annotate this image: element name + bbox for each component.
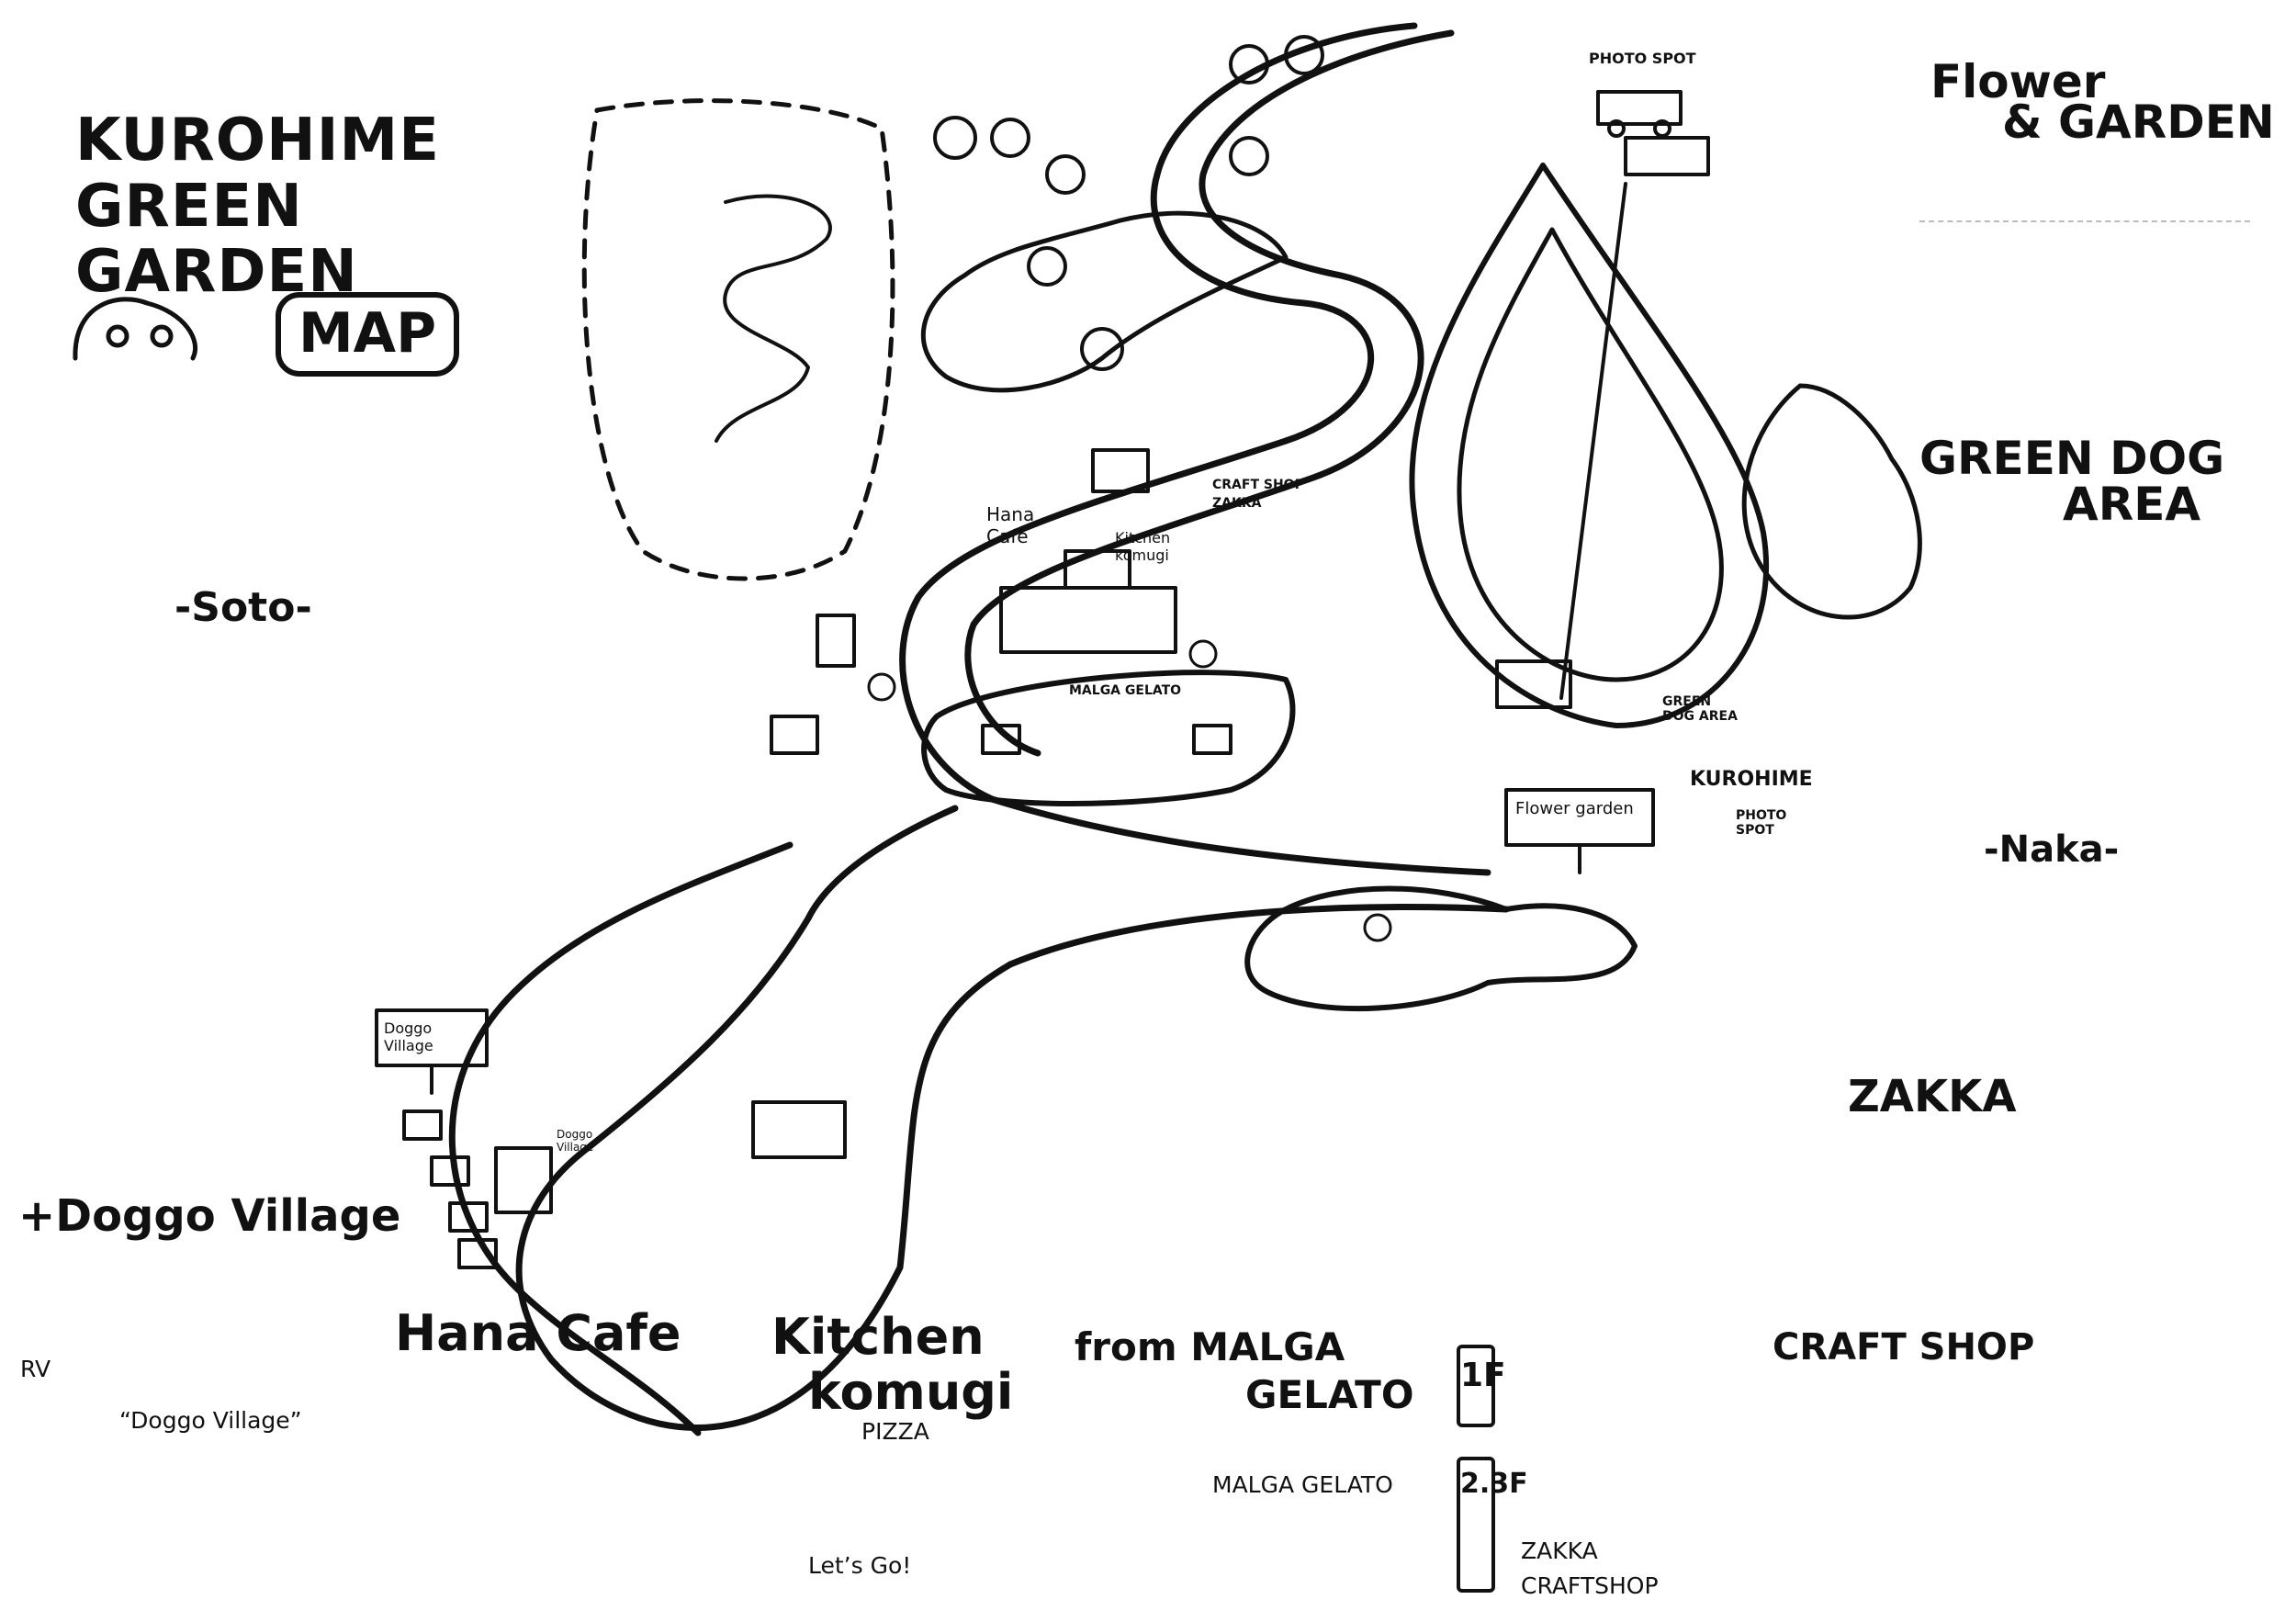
doggo-village-cabins	[402, 1109, 553, 1269]
doggo-village-title: +Doggo Village	[18, 1190, 401, 1242]
map-title: KUROHIME GREEN GARDEN	[75, 107, 553, 307]
doggo-village-sign-label: Doggo Village	[384, 1019, 433, 1054]
gelato-title-2: from MALGA	[1075, 1324, 1345, 1369]
photo-spot-small-label: PHOTO SPOT	[1736, 808, 1787, 838]
gelato-title-3: GELATO	[1245, 1372, 1414, 1417]
craft-shop-map-label: CRAFT SHOP	[1212, 478, 1304, 492]
zakka-map-label: ZAKKA	[1212, 496, 1262, 511]
zakka-floor-line: ZAKKA	[1521, 1538, 1598, 1564]
flower-garden-description-placeholder	[1919, 220, 2250, 222]
parking-lot-outline	[1244, 885, 1638, 1012]
flower-garden-area	[1409, 163, 1770, 728]
kitchen-komugi-title-1: Kitchen	[771, 1308, 985, 1366]
map-badge: MAP	[276, 292, 459, 377]
flower-garden-sign-label: Flower garden	[1515, 799, 1634, 818]
lets-go-text: Let’s Go!	[808, 1552, 912, 1579]
green-dog-area-title-2: AREA	[2063, 478, 2201, 531]
doggo-village-quote: “Doggo Village”	[119, 1407, 302, 1434]
green-dog-area-map-label: GREEN DOG AREA	[1662, 694, 1738, 724]
hana-cafe-title: Hana Cafe	[395, 1304, 681, 1362]
floor-1-badge: 1F	[1457, 1345, 1506, 1427]
bird-mascot-icon	[73, 297, 197, 361]
photo-spot-trailer	[1596, 90, 1683, 138]
camping-run-enclosure	[920, 210, 1289, 393]
craftshop-floor-line: CRAFTSHOP	[1521, 1572, 1659, 1599]
green-dog-area-title-1: GREEN DOG	[1919, 432, 2225, 485]
kart-track	[715, 194, 832, 443]
parking-markers	[867, 639, 1218, 702]
panorama-lift-cable	[1559, 182, 1627, 700]
photo-spot-label: PHOTO SPOT	[1589, 50, 1696, 67]
floor-2-3-badge: 2.3F	[1457, 1457, 1528, 1593]
kitchen-komugi-title-2: komugi	[808, 1363, 1014, 1421]
rv-site-text: RV	[20, 1356, 51, 1382]
malga-gelato-map-label: MALGA GELATO	[1069, 683, 1182, 698]
flower-garden-signpost	[1504, 788, 1655, 874]
playland-naka-title: -Naka-	[1984, 828, 2120, 871]
pizza-text: PIZZA	[861, 1418, 929, 1445]
trees	[933, 35, 1324, 371]
doggo-village-parking-label: Doggo Village	[557, 1128, 594, 1154]
zakka-title: ZAKKA	[1848, 1071, 2017, 1122]
buildings	[751, 136, 1710, 1159]
craft-shop-title: CRAFT SHOP	[1773, 1326, 2035, 1369]
playland-soto-area	[581, 98, 895, 581]
title-line-2: GREEN GARDEN	[75, 172, 358, 307]
plaza-loop	[921, 670, 1296, 806]
main-road	[448, 22, 1510, 1436]
playland-soto-title: -Soto-	[174, 584, 312, 631]
title-line-1: KUROHIME	[75, 107, 440, 175]
kurohime-sign-label: KUROHIME	[1690, 768, 1813, 791]
flower-garden-title-2: & GARDEN	[2002, 96, 2275, 149]
doggo-village-signpost	[375, 1008, 489, 1095]
malga-gelato-quote: MALGA GELATO	[1212, 1471, 1393, 1498]
parking-icon	[1363, 913, 1392, 942]
flower-garden-inner	[1457, 227, 1724, 682]
flower-garden-title-1: Flower	[1930, 55, 2106, 108]
hana-cafe-map-label: Hana Cafe	[986, 503, 1035, 547]
kitchen-komugi-map-label: Kitchen komugi	[1115, 529, 1171, 564]
green-dog-area	[1741, 383, 1922, 620]
